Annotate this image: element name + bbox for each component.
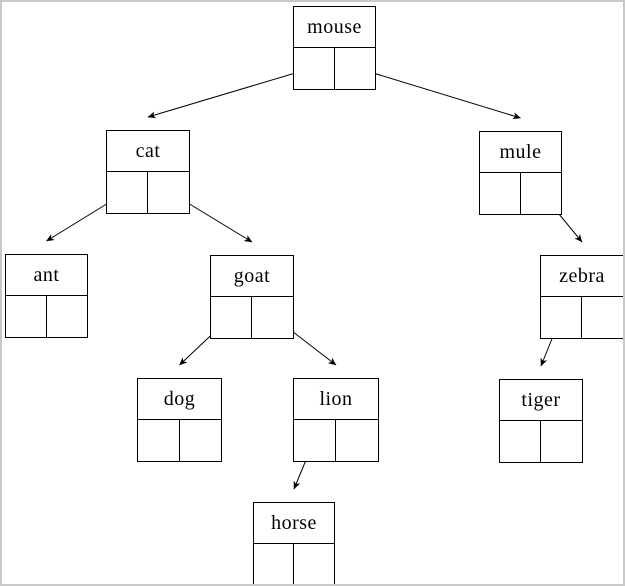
node-label: lion xyxy=(294,379,378,420)
right-pointer-cell xyxy=(541,421,582,462)
node-pointer-row xyxy=(138,420,221,461)
node-pointer-row xyxy=(500,421,582,462)
node-pointer-row xyxy=(541,297,623,338)
left-pointer-cell xyxy=(294,420,336,461)
node-label: zebra xyxy=(541,256,623,297)
tree-node-tiger: tiger xyxy=(499,379,583,463)
node-pointer-row xyxy=(254,544,334,584)
left-pointer-cell xyxy=(294,48,335,89)
tree-node-dog: dog xyxy=(137,378,222,462)
left-pointer-cell xyxy=(138,420,180,461)
left-pointer-cell xyxy=(541,297,582,338)
node-pointer-row xyxy=(6,296,87,337)
edge-mouse-right-mule xyxy=(355,67,521,120)
node-pointer-row xyxy=(294,48,375,89)
left-pointer-cell xyxy=(254,544,294,584)
tree-node-lion: lion xyxy=(293,378,379,462)
node-pointer-row xyxy=(211,297,293,338)
right-pointer-cell xyxy=(335,48,376,89)
right-pointer-cell xyxy=(47,296,88,337)
edge-mouse-left-cat xyxy=(147,67,314,119)
left-pointer-cell xyxy=(500,421,541,462)
right-pointer-cell xyxy=(582,297,623,338)
node-label: cat xyxy=(107,131,189,172)
node-pointer-row xyxy=(480,173,561,214)
tree-node-ant: ant xyxy=(5,254,88,338)
tree-node-goat: goat xyxy=(210,255,294,339)
node-label: tiger xyxy=(500,380,582,421)
node-label: dog xyxy=(138,379,221,420)
tree-node-cat: cat xyxy=(106,130,190,214)
right-pointer-cell xyxy=(294,544,334,584)
node-label: ant xyxy=(6,255,87,296)
right-pointer-cell xyxy=(148,172,189,213)
left-pointer-cell xyxy=(6,296,47,337)
right-pointer-cell xyxy=(336,420,378,461)
node-label: horse xyxy=(254,503,334,544)
tree-node-zebra: zebra xyxy=(540,255,623,339)
tree-node-mule: mule xyxy=(479,131,562,215)
right-pointer-cell xyxy=(252,297,293,338)
node-pointer-row xyxy=(294,420,378,461)
left-pointer-cell xyxy=(480,173,521,214)
node-pointer-row xyxy=(107,172,189,213)
left-pointer-cell xyxy=(211,297,252,338)
node-label: mule xyxy=(480,132,561,173)
tree-node-horse: horse xyxy=(253,502,335,584)
right-pointer-cell xyxy=(180,420,222,461)
node-label: goat xyxy=(211,256,293,297)
node-label: mouse xyxy=(294,7,375,48)
tree-node-mouse: mouse xyxy=(293,6,376,90)
left-pointer-cell xyxy=(107,172,148,213)
right-pointer-cell xyxy=(521,173,562,214)
